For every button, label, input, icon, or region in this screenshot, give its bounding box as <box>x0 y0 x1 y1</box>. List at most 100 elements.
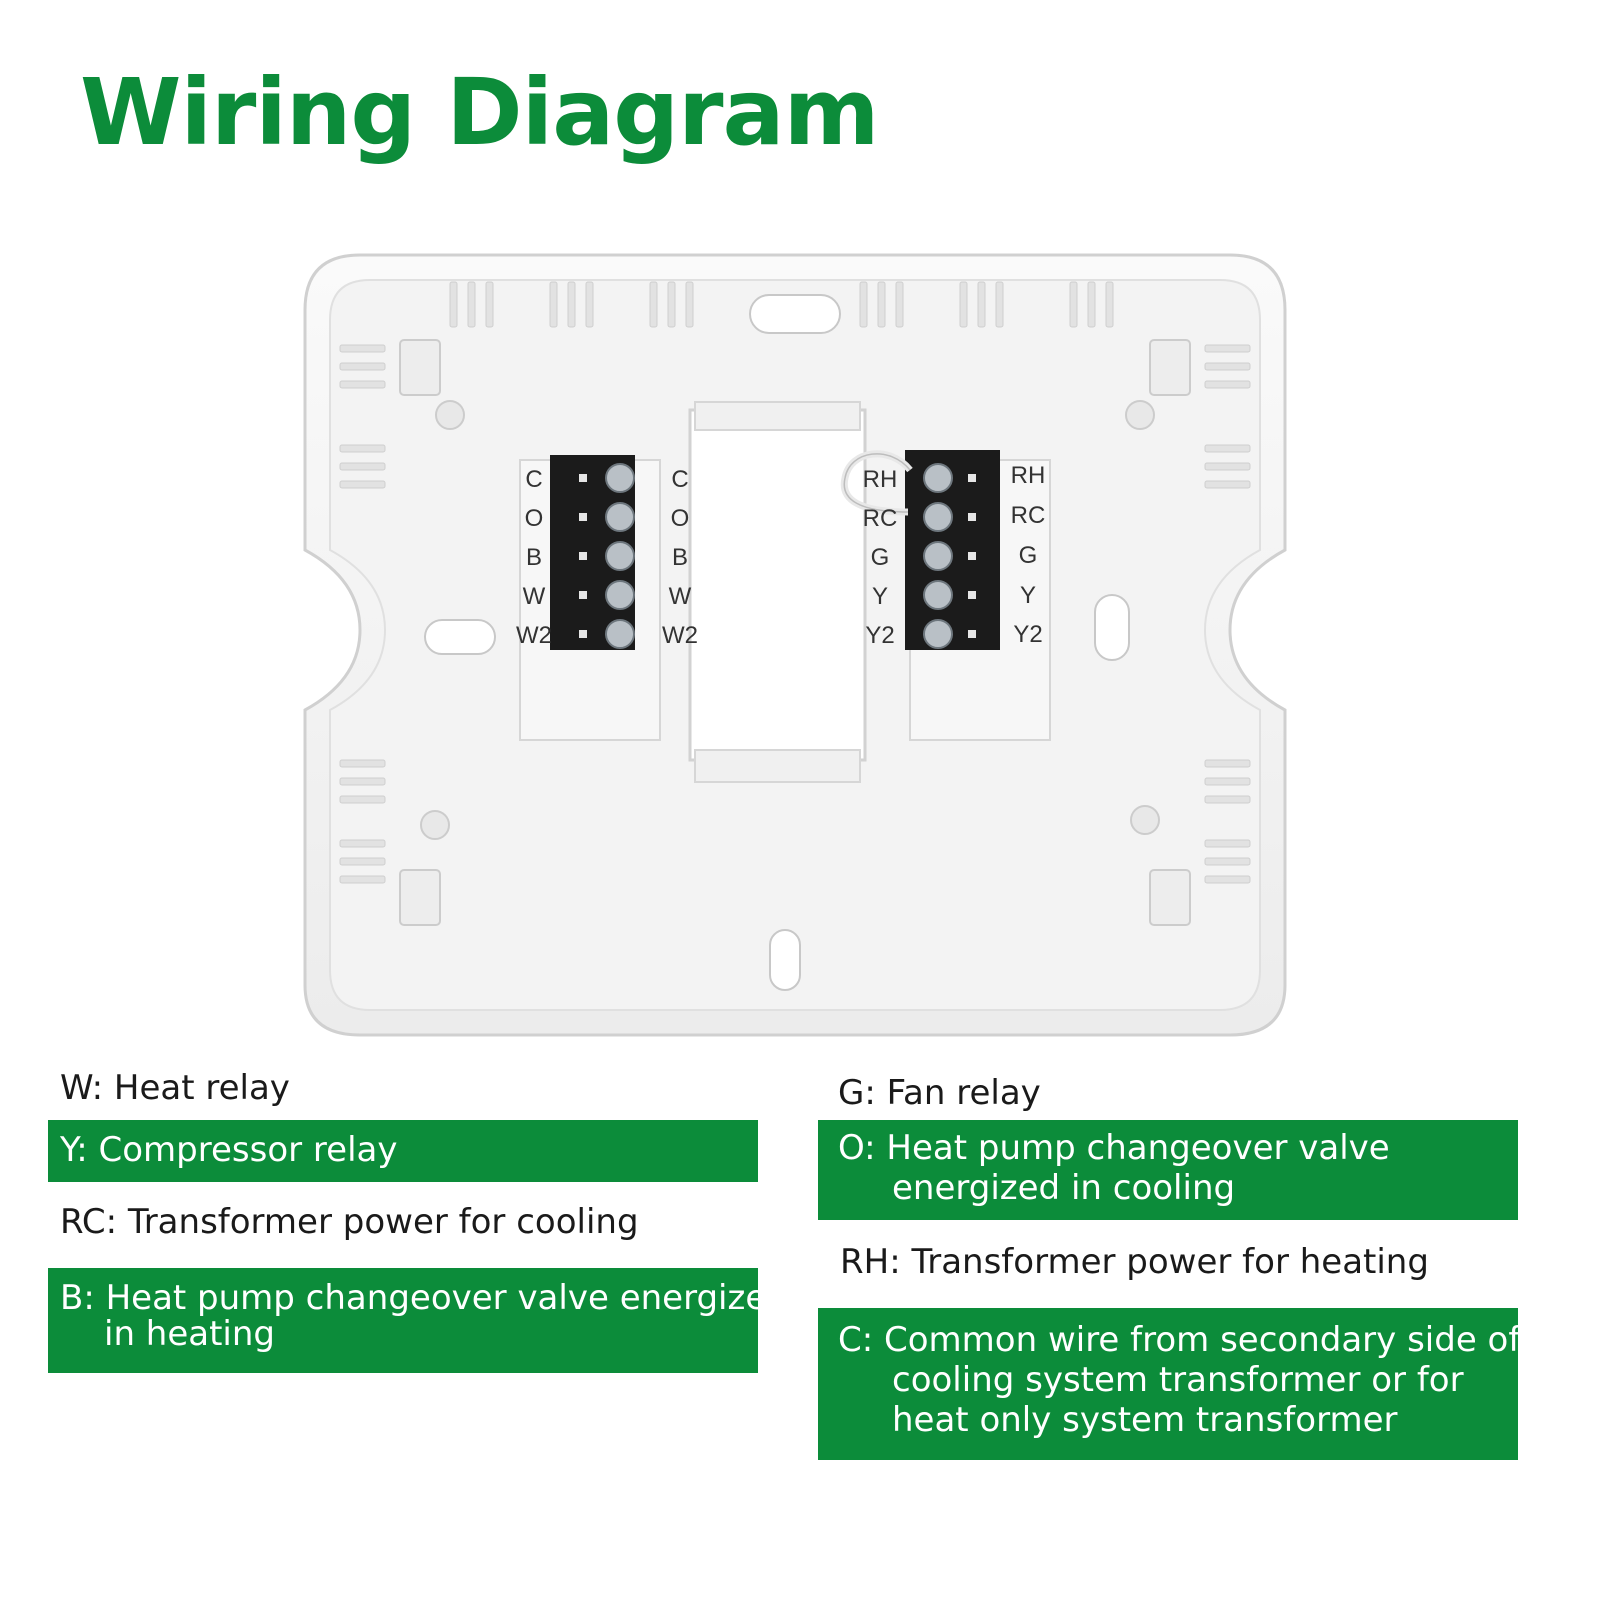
left-block-inner-labels: C O B W W2 <box>662 466 698 649</box>
mount-hole-bottom <box>769 929 801 991</box>
vent-slot <box>1204 362 1251 371</box>
terminal-label: B <box>672 544 688 571</box>
vent-slot <box>1105 281 1114 328</box>
terminal-slot <box>968 474 976 482</box>
vent-slot <box>1204 759 1251 768</box>
legend-o: O: Heat pump changeover valve energized … <box>818 1120 1518 1220</box>
terminal-label: Y <box>872 583 888 610</box>
right-block-outer-labels: RH RC G Y Y2 <box>1011 462 1046 648</box>
terminal-label: RC <box>1011 502 1046 529</box>
vent-slot <box>1204 462 1251 471</box>
terminal-label: RH <box>863 466 898 493</box>
vent-slot <box>339 380 386 389</box>
terminal-screw <box>605 580 635 610</box>
vent-slot <box>339 857 386 866</box>
terminal-screw <box>923 619 953 649</box>
vent-slot <box>959 281 968 328</box>
terminal-label: W2 <box>662 622 698 649</box>
terminal-slot <box>968 591 976 599</box>
terminal-slot <box>579 552 587 560</box>
vent-slot <box>685 281 694 328</box>
vent-slot <box>1204 777 1251 786</box>
terminal-screw <box>923 580 953 610</box>
vent-slot <box>549 281 558 328</box>
legend-rc: RC: Transformer power for cooling <box>60 1202 639 1242</box>
right-block-inner-labels: RH RC G Y Y2 <box>863 466 898 649</box>
terminal-label: Y2 <box>1013 621 1042 648</box>
terminal-label: Y <box>1020 582 1036 609</box>
thermostat-back-plate: C O B W W2 C O B W W2 RH RC G Y Y2 RH RC… <box>303 253 1287 1037</box>
terminal-screw <box>605 502 635 532</box>
terminal-label: W2 <box>516 622 552 649</box>
terminal-label: RH <box>1011 462 1046 489</box>
vent-slot <box>339 344 386 353</box>
vent-slot <box>339 480 386 489</box>
vent-slot <box>449 281 458 328</box>
legend-b: B: Heat pump changeover valve energized … <box>48 1268 788 1373</box>
left-screws <box>579 463 635 649</box>
mount-hole-right <box>1094 594 1130 661</box>
page-title: Wiring Diagram <box>80 59 879 166</box>
terminal-label: C <box>525 466 542 493</box>
terminal-label: W <box>523 583 546 610</box>
terminal-screw <box>923 502 953 532</box>
vent-slot <box>1204 857 1251 866</box>
vent-slot <box>1087 281 1096 328</box>
terminal-label: B <box>526 544 542 571</box>
terminal-screw <box>605 619 635 649</box>
terminal-screw <box>605 541 635 571</box>
legend-c: C: Common wire from secondary side of co… <box>818 1308 1520 1460</box>
legend-g: G: Fan relay <box>838 1073 1041 1113</box>
vent-slot <box>485 281 494 328</box>
center-opening <box>688 408 867 762</box>
vent-slot <box>895 281 904 328</box>
vent-slot <box>1204 875 1251 884</box>
mount-hole-left <box>424 619 496 655</box>
terminal-screw <box>923 541 953 571</box>
terminal-slot <box>968 630 976 638</box>
terminal-screw <box>605 463 635 493</box>
vent-slot <box>1204 480 1251 489</box>
vent-slot <box>1204 795 1251 804</box>
terminal-slot <box>579 591 587 599</box>
legend-y: Y: Compressor relay <box>48 1120 758 1182</box>
terminal-slot <box>968 513 976 521</box>
vent-slot <box>339 759 386 768</box>
vent-slot <box>467 281 476 328</box>
terminal-slot <box>968 552 976 560</box>
vent-slot <box>339 875 386 884</box>
terminal-slot <box>579 474 587 482</box>
vent-slot <box>1204 344 1251 353</box>
vent-slots <box>339 281 1251 884</box>
vent-slot <box>977 281 986 328</box>
terminal-label: G <box>1019 542 1038 569</box>
vent-slot <box>567 281 576 328</box>
legend-w: W: Heat relay <box>60 1068 290 1108</box>
terminal-label: C <box>671 466 688 493</box>
vent-slot <box>859 281 868 328</box>
right-terminal-block <box>905 450 1000 650</box>
vent-slot <box>995 281 1004 328</box>
terminal-screw <box>923 463 953 493</box>
vent-slot <box>339 795 386 804</box>
terminal-label: G <box>871 544 890 571</box>
vent-slot <box>585 281 594 328</box>
legend-rh: RH: Transformer power for heating <box>840 1242 1429 1282</box>
vent-slot <box>339 839 386 848</box>
vent-slot <box>339 462 386 471</box>
terminal-slot <box>579 630 587 638</box>
vent-slot <box>1069 281 1078 328</box>
terminal-label: RC <box>863 505 898 532</box>
terminal-slot <box>579 513 587 521</box>
terminal-label: O <box>671 505 690 532</box>
vent-slot <box>1204 380 1251 389</box>
terminal-label: Y2 <box>865 622 894 649</box>
mount-hole-top <box>749 294 841 334</box>
terminal-label: W <box>669 583 692 610</box>
vent-slot <box>1204 839 1251 848</box>
vent-slot <box>339 444 386 453</box>
left-block-outer-labels: C O B W W2 <box>516 466 552 649</box>
vent-slot <box>877 281 886 328</box>
vent-slot <box>649 281 658 328</box>
vent-slot <box>1204 444 1251 453</box>
